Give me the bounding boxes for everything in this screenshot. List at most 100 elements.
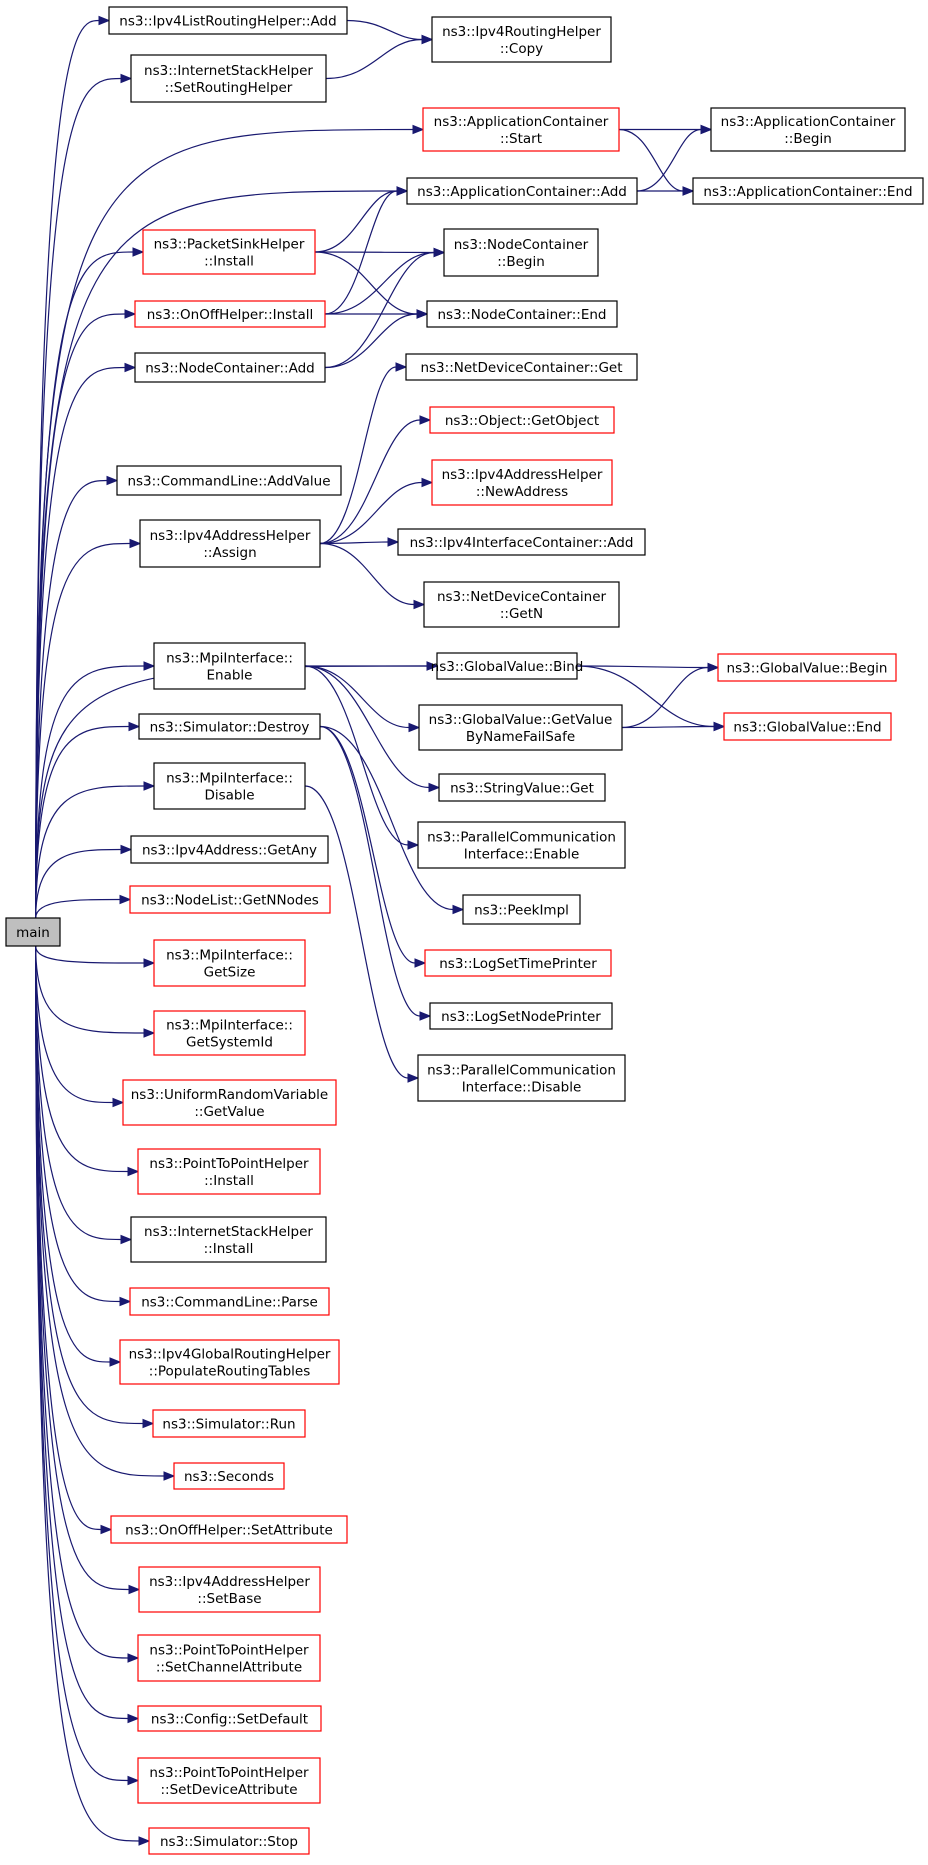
node-box bbox=[417, 821, 626, 869]
node-ndc_getn[interactable]: ns3::NetDeviceContainer::GetN bbox=[423, 581, 620, 628]
node-label: ns3::Ipv4AddressHelper bbox=[150, 528, 311, 544]
node-p2p_install[interactable]: ns3::PointToPointHelper::Install bbox=[137, 1148, 321, 1195]
node-label: ::PopulateRoutingTables bbox=[149, 1363, 310, 1379]
edge-onoff_install-to-appc_add bbox=[324, 190, 398, 315]
node-label: GetSize bbox=[204, 964, 256, 980]
arrowhead-main-to-ipv4grh_populate bbox=[109, 1357, 122, 1367]
node-label: ns3::ApplicationContainer bbox=[721, 114, 896, 130]
node-ipv4rh_copy[interactable]: ns3::Ipv4RoutingHelper::Copy bbox=[431, 16, 612, 63]
node-appc_add[interactable]: ns3::ApplicationContainer::Add bbox=[406, 177, 638, 205]
arrowhead-gv_getvalue-to-gv_begin bbox=[707, 662, 720, 673]
node-mpi_disable[interactable]: ns3::MpiInterface::Disable bbox=[153, 762, 306, 810]
arrowhead-main-to-cl_parse bbox=[119, 1296, 132, 1307]
node-p2p_setchannel[interactable]: ns3::PointToPointHelper::SetChannelAttri… bbox=[137, 1634, 321, 1682]
node-label: ns3::PointToPointHelper bbox=[149, 1765, 309, 1781]
node-nc_add[interactable]: ns3::NodeContainer::Add bbox=[134, 352, 326, 383]
node-sim_stop[interactable]: ns3::Simulator::Stop bbox=[148, 1827, 310, 1855]
node-mpi_enable[interactable]: ns3::MpiInterface::Enable bbox=[153, 642, 306, 690]
edge-mpi_enable-to-sv_get bbox=[304, 665, 430, 789]
edge-nc_add-to-nc_end bbox=[324, 313, 418, 369]
node-sim_run[interactable]: ns3::Simulator::Run bbox=[152, 1409, 306, 1438]
arrowhead-main-to-ipv4ah_assign bbox=[129, 538, 142, 549]
arrowhead-main-to-p2p_setchannel bbox=[127, 1653, 140, 1663]
node-label: ns3::Simulator::Run bbox=[162, 1416, 295, 1432]
node-ish_install[interactable]: ns3::InternetStackHelper::Install bbox=[130, 1216, 327, 1263]
arrowhead-ish_setrouting-to-ipv4rh_copy bbox=[421, 34, 434, 45]
node-ipv4list_add[interactable]: ns3::Ipv4ListRoutingHelper::Add bbox=[108, 6, 348, 35]
arrowhead-main-to-sim_run bbox=[142, 1418, 155, 1429]
node-label: ns3::MpiInterface:: bbox=[166, 947, 293, 963]
node-ish_setrouting[interactable]: ns3::InternetStackHelper::SetRoutingHelp… bbox=[130, 54, 327, 103]
node-onoff_install[interactable]: ns3::OnOffHelper::Install bbox=[134, 300, 326, 328]
node-ndc_get[interactable]: ns3::NetDeviceContainer::Get bbox=[405, 353, 638, 381]
node-box bbox=[138, 1566, 321, 1613]
node-sv_get[interactable]: ns3::StringValue::Get bbox=[438, 773, 606, 802]
arrowhead-mpi_enable-to-gv_bind bbox=[426, 661, 439, 671]
node-sim_destroy[interactable]: ns3::Simulator::Destroy bbox=[138, 713, 321, 740]
node-ipv4addr_getany[interactable]: ns3::Ipv4Address::GetAny bbox=[130, 835, 329, 864]
node-ipv4ah_newaddress[interactable]: ns3::Ipv4AddressHelper::NewAddress bbox=[431, 459, 613, 506]
node-label: ns3::MpiInterface:: bbox=[166, 650, 293, 666]
node-ipv4ah_assign[interactable]: ns3::Ipv4AddressHelper::Assign bbox=[139, 519, 321, 568]
node-box bbox=[119, 1339, 340, 1385]
edge-mpi_enable-to-gv_getvalue bbox=[304, 665, 410, 729]
node-box bbox=[122, 1079, 337, 1126]
node-label: ::SetBase bbox=[197, 1591, 261, 1607]
node-onoff_setattr[interactable]: ns3::OnOffHelper::SetAttribute bbox=[110, 1515, 348, 1544]
edge-main-to-ipv4ah_assign bbox=[35, 542, 131, 919]
node-config_setdefault[interactable]: ns3::Config::SetDefault bbox=[137, 1705, 322, 1732]
node-p2p_setdevice[interactable]: ns3::PointToPointHelper::SetDeviceAttrib… bbox=[137, 1757, 321, 1804]
node-ipv4ah_setbase[interactable]: ns3::Ipv4AddressHelper::SetBase bbox=[138, 1566, 321, 1613]
node-appc_end[interactable]: ns3::ApplicationContainer::End bbox=[692, 177, 924, 205]
node-logsettime[interactable]: ns3::LogSetTimePrinter bbox=[424, 949, 612, 977]
node-obj_getobject[interactable]: ns3::Object::GetObject bbox=[429, 406, 615, 434]
node-cl_addvalue[interactable]: ns3::CommandLine::AddValue bbox=[116, 465, 342, 496]
node-label: ::Install bbox=[204, 1173, 254, 1189]
node-pci_disable[interactable]: ns3::ParallelCommunicationInterface::Dis… bbox=[417, 1054, 626, 1102]
arrowhead-main-to-cl_addvalue bbox=[106, 475, 119, 486]
arrowhead-main-to-nc_add bbox=[124, 362, 137, 373]
node-gv_bind[interactable]: ns3::GlobalValue::Bind bbox=[431, 652, 584, 680]
node-gv_begin[interactable]: ns3::GlobalValue::Begin bbox=[717, 653, 897, 682]
node-box bbox=[116, 465, 342, 496]
node-appc_begin[interactable]: ns3::ApplicationContainer::Begin bbox=[710, 107, 906, 152]
node-box bbox=[5, 917, 61, 947]
node-label: ns3::Simulator::Destroy bbox=[150, 719, 310, 735]
node-urv_getvalue[interactable]: ns3::UniformRandomVariable::GetValue bbox=[122, 1079, 337, 1126]
node-nc_begin[interactable]: ns3::NodeContainer::Begin bbox=[443, 228, 599, 277]
node-label: ns3::GlobalValue::GetValue bbox=[429, 712, 613, 728]
node-nodelist_getn[interactable]: ns3::NodeList::GetNNodes bbox=[129, 885, 331, 914]
node-logsetnode[interactable]: ns3::LogSetNodePrinter bbox=[429, 1002, 613, 1030]
edge-gv_bind-to-gv_begin bbox=[576, 665, 709, 669]
node-label: ::NewAddress bbox=[476, 484, 568, 500]
arrowhead-main-to-urv_getvalue bbox=[112, 1097, 125, 1108]
edge-ipv4ah_assign-to-ipv4ic_add bbox=[319, 541, 389, 545]
node-ipv4ic_add[interactable]: ns3::Ipv4InterfaceContainer::Add bbox=[397, 528, 646, 556]
node-box bbox=[692, 177, 924, 205]
node-box bbox=[443, 228, 599, 277]
node-peekimpl[interactable]: ns3::PeekImpl bbox=[462, 894, 581, 925]
node-label: ::GetN bbox=[500, 606, 543, 622]
node-pci_enable[interactable]: ns3::ParallelCommunicationInterface::Ena… bbox=[417, 821, 626, 869]
node-box bbox=[431, 459, 613, 506]
edge-main-to-nc_add bbox=[35, 366, 126, 919]
node-seconds[interactable]: ns3::Seconds bbox=[173, 1462, 285, 1490]
node-mpi_getsize[interactable]: ns3::MpiInterface::GetSize bbox=[153, 939, 306, 987]
node-label: ns3::CommandLine::AddValue bbox=[127, 473, 330, 489]
node-box bbox=[436, 652, 578, 680]
node-label: ns3::CommandLine::Parse bbox=[141, 1294, 318, 1310]
node-psh_install[interactable]: ns3::PacketSinkHelper::Install bbox=[142, 229, 316, 275]
node-cl_parse[interactable]: ns3::CommandLine::Parse bbox=[129, 1287, 330, 1316]
arrowhead-ipv4ah_assign-to-obj_getobject bbox=[419, 415, 432, 425]
node-nc_end[interactable]: ns3::NodeContainer::End bbox=[426, 300, 618, 328]
arrowhead-appc_add-to-appc_begin bbox=[700, 124, 713, 135]
node-box bbox=[405, 353, 638, 381]
node-main[interactable]: main bbox=[5, 917, 61, 947]
node-appc_start[interactable]: ns3::ApplicationContainer::Start bbox=[422, 107, 620, 152]
node-mpi_getsysid[interactable]: ns3::MpiInterface::GetSystemId bbox=[153, 1010, 306, 1056]
node-box bbox=[717, 653, 897, 682]
node-gv_end[interactable]: ns3::GlobalValue::End bbox=[723, 712, 892, 741]
node-box bbox=[429, 1002, 613, 1030]
node-ipv4grh_populate[interactable]: ns3::Ipv4GlobalRoutingHelper::PopulateRo… bbox=[119, 1339, 340, 1385]
